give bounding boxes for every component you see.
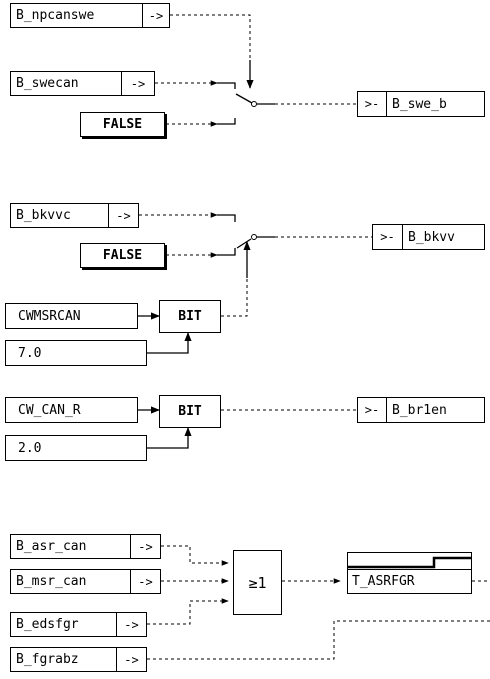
output-arrow-icon: -> <box>108 204 138 227</box>
signal-label: B_msr_can <box>16 574 87 589</box>
signal-label: B_bkvv <box>408 229 455 245</box>
output-arrow-icon: -> <box>116 648 146 671</box>
switch2-lever <box>236 238 252 249</box>
wire-bitpos2 <box>147 427 192 449</box>
constant-false-1[interactable]: FALSE <box>80 112 165 137</box>
signal-edsfgr[interactable]: B_edsfgr -> <box>10 612 147 637</box>
switch2-input-a <box>217 214 236 222</box>
input-arrow-icon: >- <box>373 225 403 249</box>
signal-npcanswe[interactable]: B_npcanswe -> <box>10 3 170 28</box>
wire-fgrabz <box>147 620 490 660</box>
signal-label: B_bkvvc <box>16 208 71 223</box>
signal-cwmsrcan[interactable]: CWMSRCAN <box>5 303 138 329</box>
signal-fgrabz[interactable]: B_fgrabz -> <box>10 647 147 672</box>
signal-label: B_fgrabz <box>16 652 79 667</box>
output-bkvv[interactable]: >- B_bkvv <box>372 224 485 250</box>
switch2-input-b <box>217 248 236 256</box>
input-arrow-icon: >- <box>358 92 387 116</box>
wire-asr_can <box>161 545 229 566</box>
output-br1en[interactable]: >- B_br1en <box>357 397 485 423</box>
output-arrow-icon: -> <box>121 72 154 95</box>
timer-t_asrfgr[interactable]: T_ASRFGR <box>347 552 472 594</box>
wire-edsfgr <box>147 598 229 625</box>
bit-block-2[interactable]: BIT <box>159 395 221 428</box>
timer-pulse-icon <box>348 556 471 569</box>
signal-label: B_swe_b <box>392 96 447 112</box>
signal-cw_can_r[interactable]: CW_CAN_R <box>5 397 138 423</box>
switch1-lever <box>235 93 253 104</box>
wire-bitpos1 <box>147 332 192 354</box>
signal-label: B_asr_can <box>16 539 87 554</box>
switch1-input-a <box>217 82 236 89</box>
wire-npcanswe <box>170 14 251 60</box>
signal-swecan[interactable]: B_swecan -> <box>10 71 155 96</box>
constant-bitpos-7[interactable]: 7.0 <box>5 340 147 366</box>
signal-label: B_swecan <box>16 76 79 91</box>
signal-bkvvc[interactable]: B_bkvvc -> <box>10 203 139 228</box>
output-arrow-icon: -> <box>116 613 146 636</box>
signal-msr_can[interactable]: B_msr_can -> <box>10 569 161 594</box>
switch1-pivot <box>251 101 257 107</box>
input-arrow-icon: >- <box>358 398 387 422</box>
timer-label: T_ASRFGR <box>348 569 471 593</box>
wire-bit1-out <box>221 278 248 317</box>
or-block[interactable]: ≥1 <box>233 550 282 615</box>
output-swe_b[interactable]: >- B_swe_b <box>357 91 485 117</box>
signal-label: B_npcanswe <box>16 8 95 23</box>
bit-block-1[interactable]: BIT <box>159 300 221 333</box>
signal-asr_can[interactable]: B_asr_can -> <box>10 534 161 559</box>
constant-bitpos-2[interactable]: 2.0 <box>5 435 147 461</box>
switch2-pivot <box>251 234 257 240</box>
signal-label: B_br1en <box>392 402 447 418</box>
output-arrow-icon: -> <box>142 4 169 27</box>
constant-false-2[interactable]: FALSE <box>80 243 165 268</box>
signal-label: B_edsfgr <box>16 617 79 632</box>
output-arrow-icon: -> <box>130 535 160 558</box>
switch1-input-b <box>217 118 236 125</box>
output-arrow-icon: -> <box>130 570 160 593</box>
